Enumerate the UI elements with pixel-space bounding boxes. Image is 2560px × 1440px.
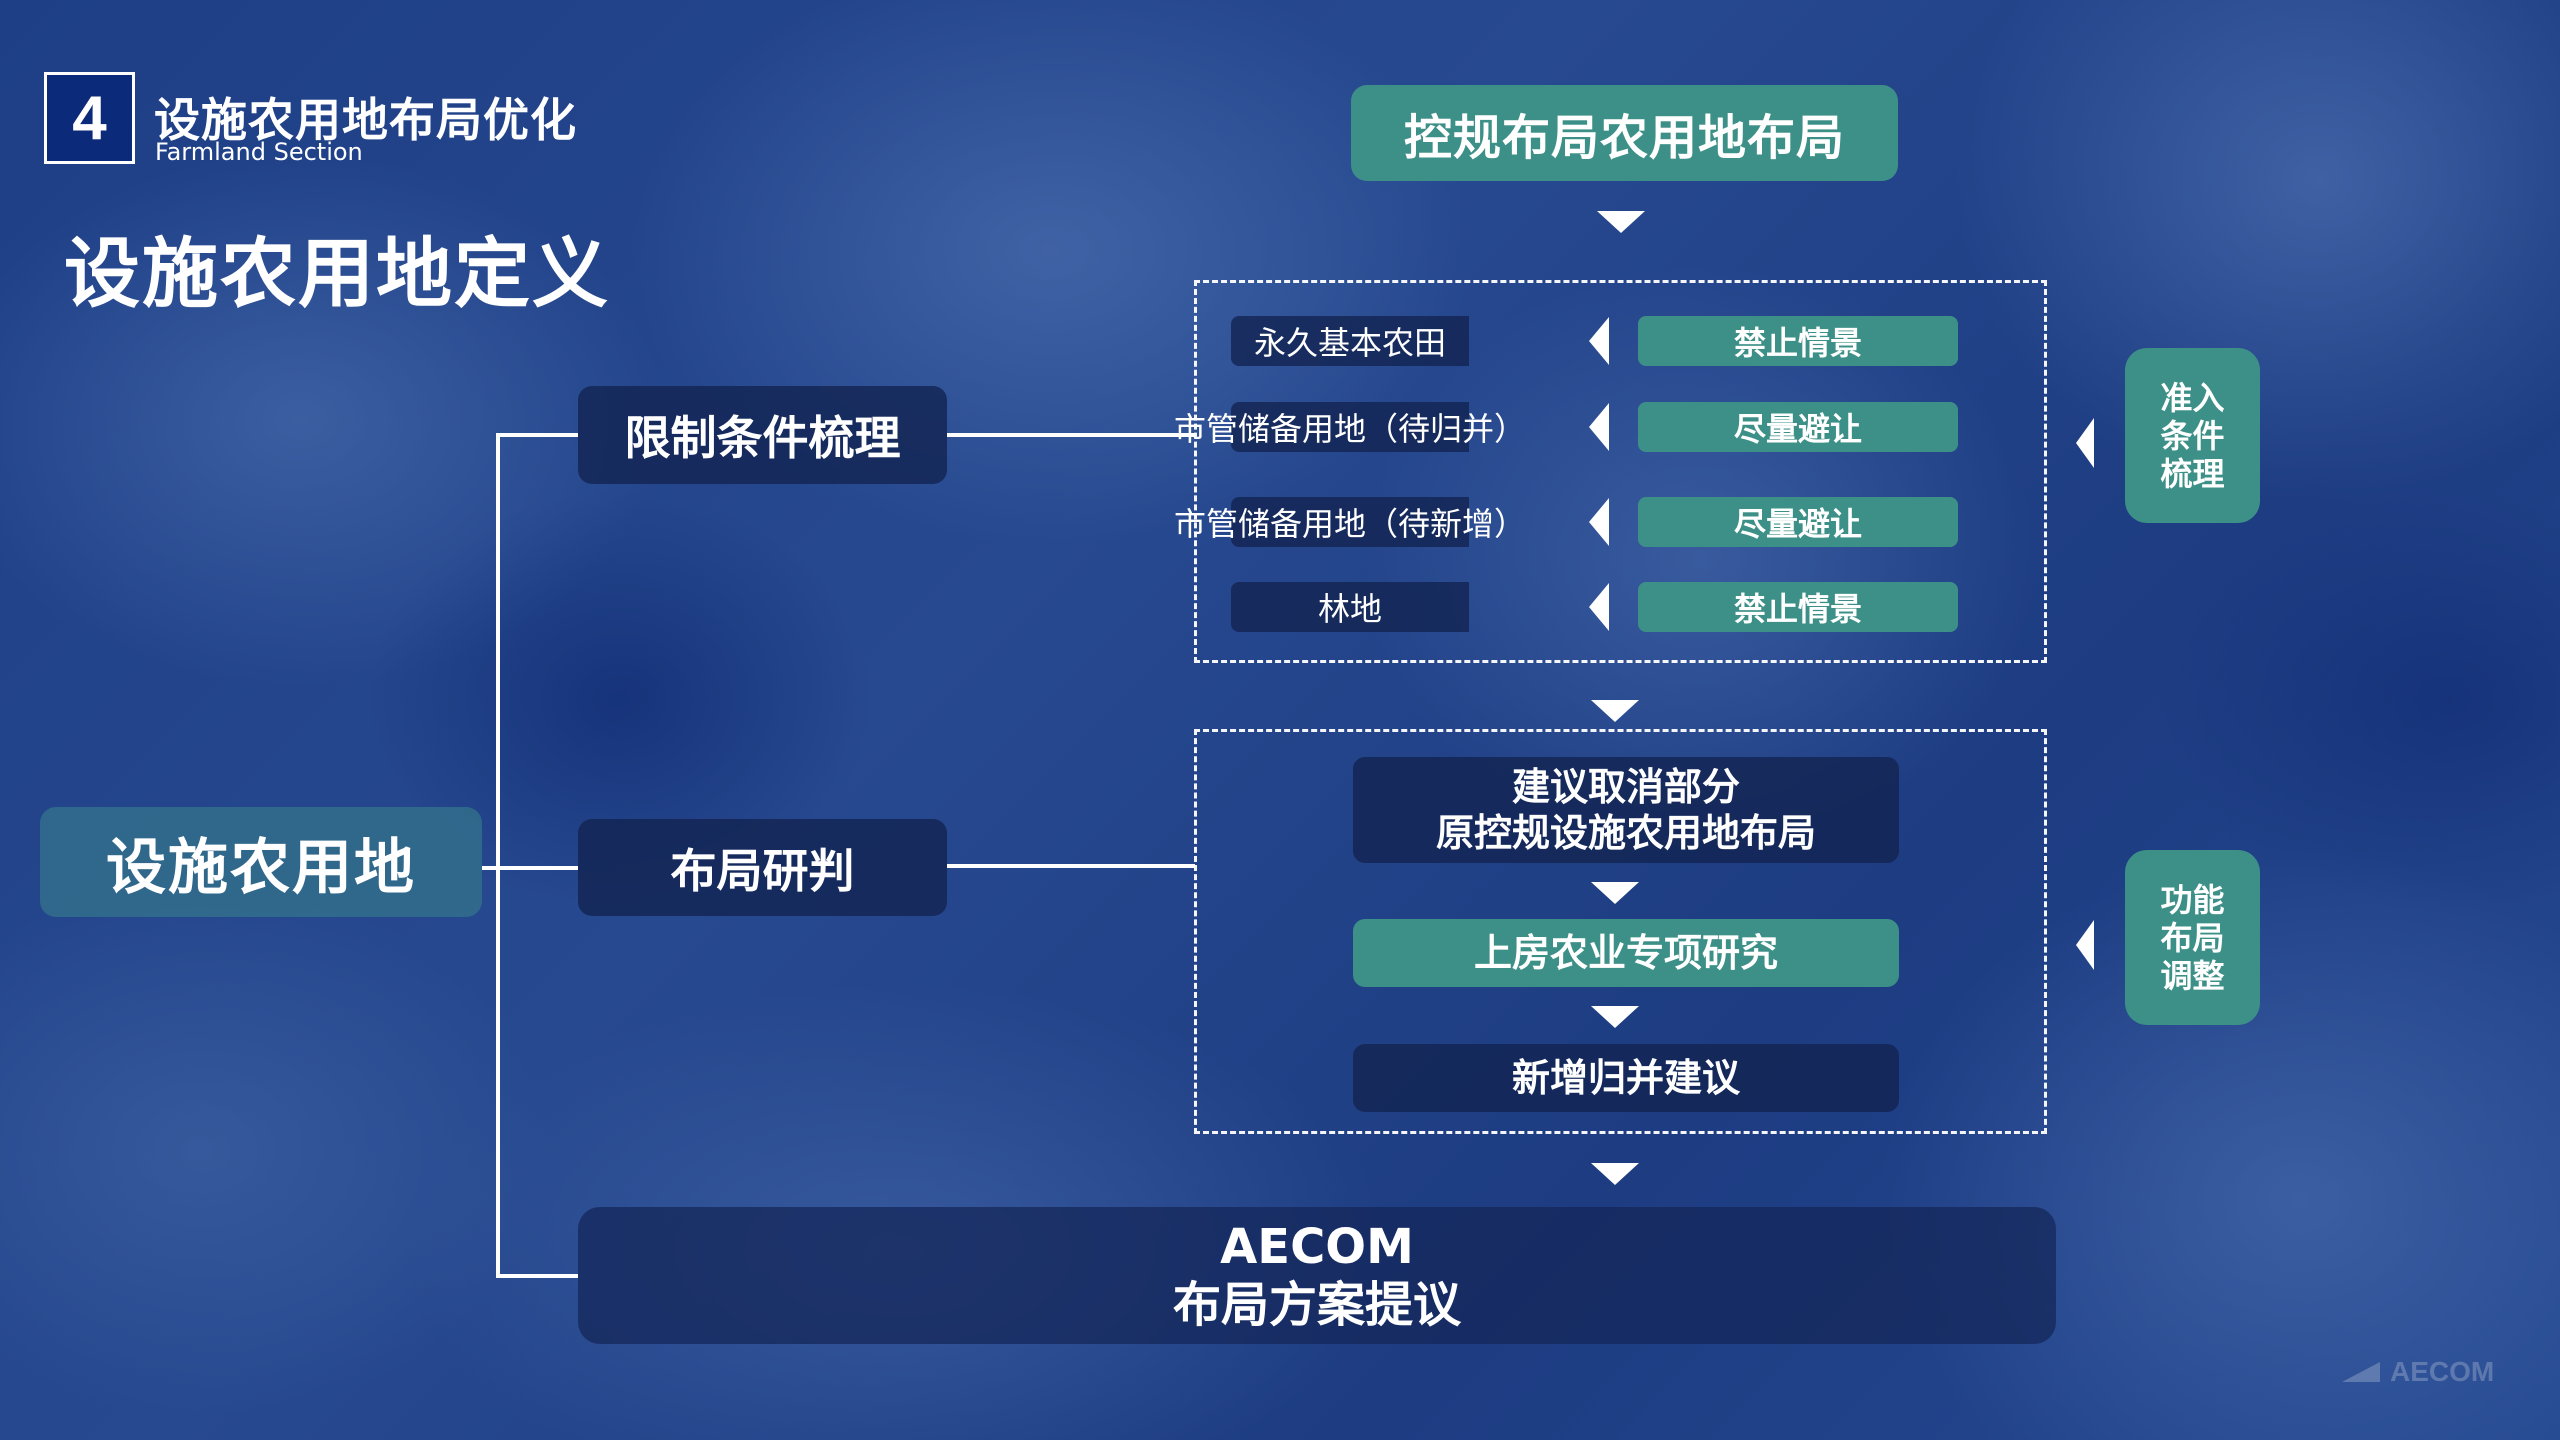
root-node: 设施农用地 (40, 807, 482, 917)
flow-step-line: 原控规设施农用地布局 (1435, 811, 1816, 855)
arrow-down-icon (1591, 1163, 1639, 1185)
policy-text: 禁止情景 (1733, 324, 1862, 362)
branch-label: 限制条件梳理 (624, 411, 901, 465)
branch-connector-1 (496, 433, 578, 437)
control-plan-header: 控规布局农用地布局 (1351, 85, 1898, 181)
root-connector-line (482, 866, 500, 870)
section-title: 设施农用地布局优化 (154, 93, 577, 147)
section-number-badge: 4 (44, 72, 135, 164)
restriction-land-type: 永久基本农田 (1231, 316, 1469, 366)
branch-to-flow-line (947, 864, 1195, 868)
side-label-line: 梳理 (2160, 454, 2225, 493)
flow-step-special-study: 上房农业专项研究 (1353, 919, 1899, 987)
side-label-line: 条件 (2160, 416, 2225, 455)
arrow-left-icon (2076, 920, 2094, 970)
section-subtitle: Farmland Section (155, 138, 363, 166)
aecom-watermark: AECOM (2342, 1356, 2494, 1388)
flow-step-line: 上房农业专项研究 (1473, 931, 1778, 975)
arrow-down-icon (1591, 1006, 1639, 1028)
flow-step-line: 建议取消部分 (1511, 765, 1740, 809)
side-label-line: 布局 (2160, 918, 2225, 957)
section-number: 4 (72, 83, 107, 153)
restriction-policy-tag: 禁止情景 (1638, 582, 1958, 632)
page-title: 设施农用地定义 (64, 229, 610, 318)
final-proposal-box: AECOM 布局方案提议 (578, 1207, 2056, 1344)
side-label-line: 准入 (2160, 378, 2225, 417)
branch-connector-2 (496, 866, 578, 870)
policy-text: 禁止情景 (1733, 590, 1862, 628)
land-type-text: 市管储备用地（待归并） (1174, 410, 1527, 448)
restriction-group-frame (1194, 280, 2047, 663)
land-type-text: 永久基本农田 (1253, 324, 1446, 362)
restriction-policy-tag: 尽量避让 (1638, 497, 1958, 547)
watermark-text: AECOM (2390, 1356, 2495, 1387)
restriction-land-type: 市管储备用地（待归并） (1174, 402, 1526, 452)
arrow-down-icon (1597, 211, 1645, 233)
arrow-left-icon (1589, 403, 1609, 451)
final-line: AECOM (1220, 1218, 1414, 1275)
flow-group-frame (1194, 729, 2047, 1134)
header-label: 控规布局农用地布局 (1403, 110, 1845, 166)
arrow-down-icon (1591, 700, 1639, 722)
side-label-access-conditions: 准入 条件 梳理 (2125, 348, 2260, 523)
restriction-land-type: 市管储备用地（待新增） (1174, 497, 1526, 547)
arrow-left-icon (1589, 583, 1609, 631)
arrow-left-icon (1589, 317, 1609, 365)
branch-connector-3 (496, 1274, 578, 1278)
side-label-line: 调整 (2160, 956, 2225, 995)
branch-label: 布局研判 (670, 843, 855, 898)
root-node-label: 设施农用地 (106, 832, 416, 903)
branch-layout-assessment: 布局研判 (578, 819, 947, 916)
policy-text: 尽量避让 (1733, 410, 1862, 448)
side-label-function-adjustment: 功能 布局 调整 (2125, 850, 2260, 1025)
branch-restriction-review: 限制条件梳理 (578, 386, 947, 484)
side-label-line: 功能 (2160, 880, 2225, 919)
flow-step-line: 新增归并建议 (1511, 1056, 1740, 1100)
arrow-left-icon (2076, 418, 2094, 468)
flow-step-cancel-original: 建议取消部分 原控规设施农用地布局 (1353, 757, 1899, 863)
restriction-policy-tag: 禁止情景 (1638, 316, 1958, 366)
restriction-policy-tag: 尽量避让 (1638, 402, 1958, 452)
branch-to-restrictions-line (947, 433, 1195, 437)
restriction-land-type: 林地 (1231, 582, 1469, 632)
final-line: 布局方案提议 (1172, 1276, 1461, 1333)
policy-text: 尽量避让 (1733, 505, 1862, 543)
arrow-left-icon (1589, 498, 1609, 546)
flow-step-merge-suggestion: 新增归并建议 (1353, 1044, 1899, 1112)
aecom-logo-icon (2342, 1362, 2380, 1382)
land-type-text: 市管储备用地（待新增） (1174, 505, 1527, 543)
tree-trunk-line (496, 433, 500, 1278)
arrow-down-icon (1591, 882, 1639, 904)
land-type-text: 林地 (1317, 590, 1382, 628)
